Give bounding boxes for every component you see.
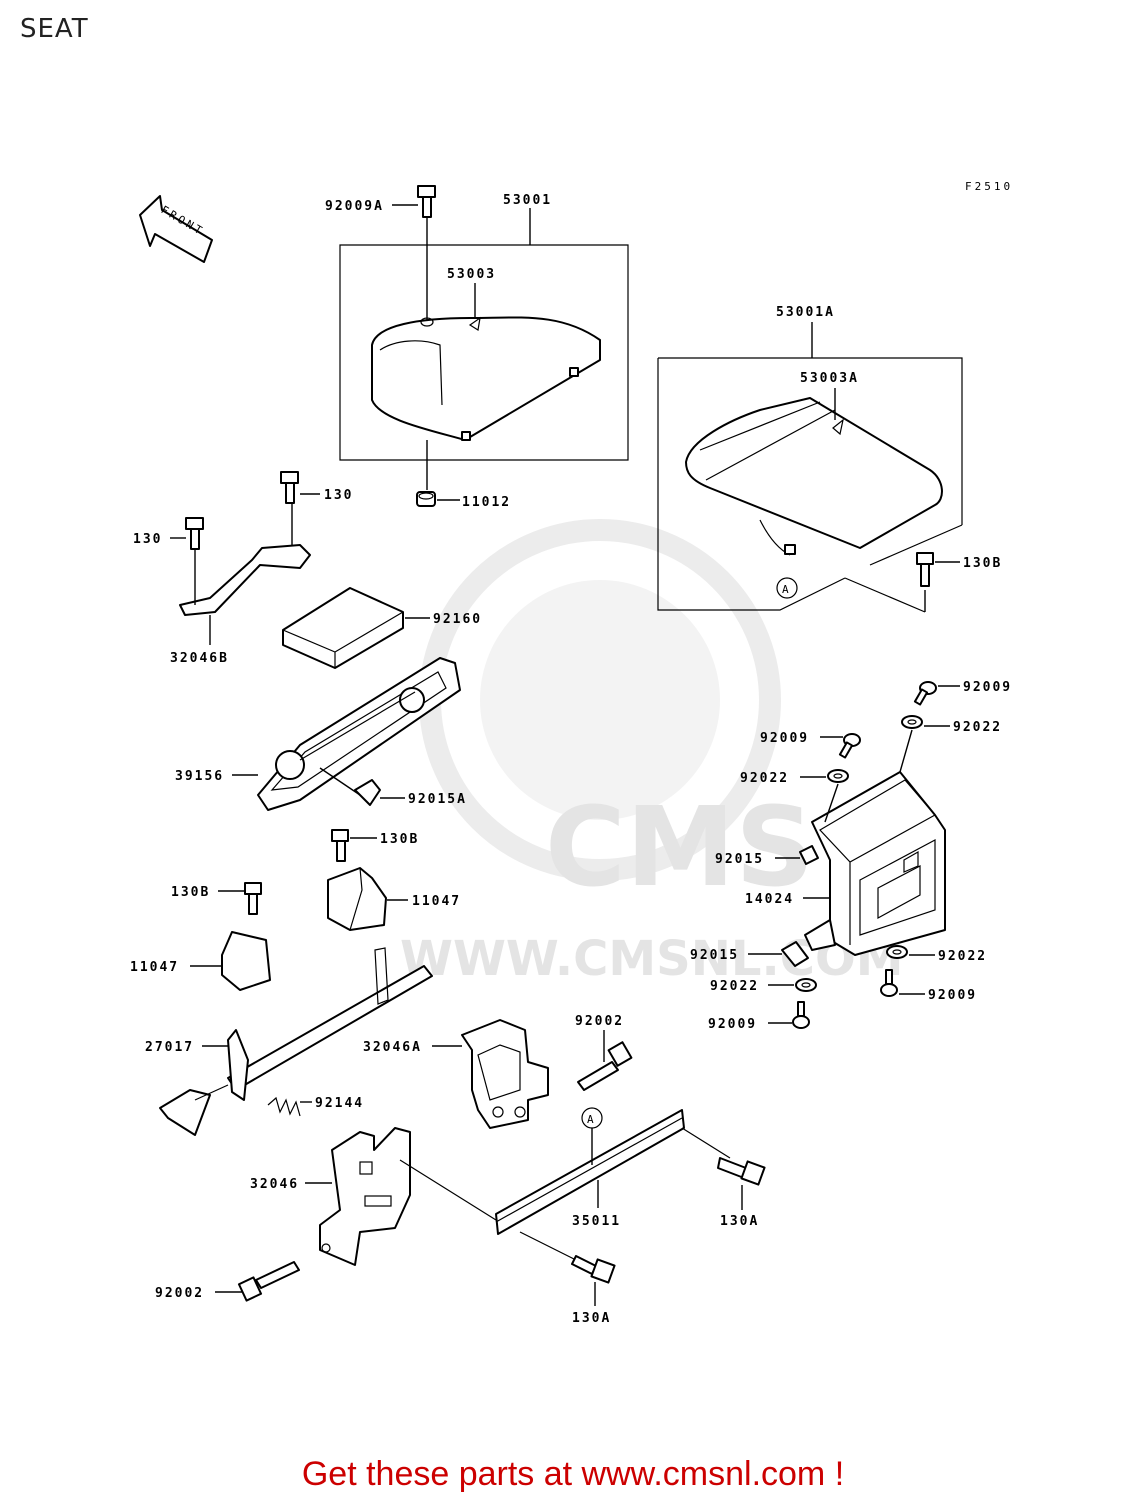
- clip-11047-upper: [327, 867, 387, 931]
- bolt-92009a-icon: [417, 185, 436, 218]
- page-title: SEAT: [20, 14, 89, 44]
- label-92009-bottom: 92009: [708, 1017, 757, 1032]
- label-92002-lower: 92002: [155, 1286, 204, 1301]
- label-92015a: 92015A: [408, 792, 467, 807]
- pad-92160-group: 92160: [282, 587, 482, 669]
- seat-rear-group: A 53001A 53003A 130B: [657, 305, 1002, 613]
- nut-11012-icon: [416, 491, 436, 507]
- label-92009-right: 92009: [928, 988, 977, 1003]
- bracket-32046a-group: 32046A 92002: [363, 1014, 633, 1129]
- label-92009-top: 92009: [963, 680, 1012, 695]
- bolt-92002-lower-icon: [237, 1261, 300, 1302]
- label-92022-bottom: 92022: [710, 979, 759, 994]
- bolt-130a-bottom-icon: [571, 1255, 616, 1284]
- rod-27017-group: 27017 92144: [145, 947, 433, 1136]
- clip-11047-lower: [221, 931, 271, 991]
- washer-92022-left-icon: [827, 769, 849, 783]
- clip-11047-upper-group: 130B 11047: [327, 829, 461, 931]
- screw-92009-bottom-icon: [792, 1001, 810, 1029]
- label-130a-bottom: 130A: [572, 1311, 611, 1326]
- rail-35011: [495, 1109, 685, 1235]
- label-14024: 14024: [745, 892, 794, 907]
- label-130b-mid: 130B: [380, 832, 419, 847]
- spring-92144-icon: [267, 1096, 301, 1117]
- label-130b-left: 130B: [171, 885, 210, 900]
- nut-92015-lower-icon: [781, 941, 809, 967]
- watermark: CMS WWW.CMSNL.COM: [400, 519, 904, 987]
- bracket-32046-group: 32046 92002: [155, 1127, 411, 1302]
- handle-14024-group: 14024 92009 92022 92009 92022: [690, 680, 1012, 1032]
- label-92144: 92144: [315, 1096, 364, 1111]
- nut-92015-upper-icon: [799, 845, 819, 865]
- label-39156: 39156: [175, 769, 224, 784]
- screw-92009-left-icon: [838, 733, 861, 759]
- label-53003a: 53003A: [800, 371, 859, 386]
- label-11047-lower: 11047: [130, 960, 179, 975]
- bolt-92002-upper-icon: [577, 1041, 633, 1091]
- label-92015-upper: 92015: [715, 852, 764, 867]
- seat-front: [371, 316, 601, 441]
- label-53003: 53003: [447, 267, 496, 282]
- label-32046a: 32046A: [363, 1040, 422, 1055]
- label-130-upper: 130: [324, 488, 353, 503]
- washer-92022-bottom-icon: [795, 978, 817, 992]
- bolt-130b-rear-icon: [916, 552, 934, 587]
- bracket-32046b-group: 130 130 32046B: [133, 471, 353, 666]
- label-92002-upper: 92002: [575, 1014, 624, 1029]
- washer-92022-right-icon: [886, 945, 908, 959]
- bracket-32046a: [461, 1019, 549, 1129]
- strap-39156-group: 39156 92015A: [175, 657, 467, 811]
- label-11012: 11012: [462, 495, 511, 510]
- label-92022-left: 92022: [740, 771, 789, 786]
- bolt-130a-right-icon: [717, 1157, 766, 1186]
- label-92022-top: 92022: [953, 720, 1002, 735]
- bracket-32046b: [179, 544, 311, 616]
- label-92015-lower: 92015: [690, 948, 739, 963]
- front-arrow-icon: FRONT: [139, 195, 213, 263]
- label-53001a: 53001A: [776, 305, 835, 320]
- label-92009-left: 92009: [760, 731, 809, 746]
- watermark-brand: CMS: [545, 783, 814, 911]
- footer-link-text[interactable]: Get these parts at www.cmsnl.com !: [301, 1455, 845, 1493]
- screw-92009-right-icon: [880, 969, 898, 997]
- clip-11047-lower-group: 130B 11047: [130, 882, 271, 991]
- seat-front-group: 92009A 53001 53003 11012: [325, 185, 629, 510]
- screw-92009-top-icon: [913, 681, 937, 706]
- label-32046: 32046: [250, 1177, 299, 1192]
- pad-92160: [282, 587, 404, 669]
- handle-14024: [811, 771, 946, 956]
- figure-code: F2510: [965, 180, 1013, 193]
- label-130b-rear: 130B: [963, 556, 1002, 571]
- label-130a-right: 130A: [720, 1214, 759, 1229]
- label-92022-right: 92022: [938, 949, 987, 964]
- label-32046b: 32046B: [170, 651, 229, 666]
- rail-35011-group: A 35011 130A 130A: [399, 1107, 766, 1326]
- mark-a-top: A: [782, 583, 792, 596]
- washer-92022-top-icon: [901, 715, 923, 729]
- label-35011: 35011: [572, 1214, 621, 1229]
- label-53001: 53001: [503, 193, 552, 208]
- seat-rear: [685, 397, 943, 549]
- label-11047-upper: 11047: [412, 894, 461, 909]
- mark-a-bottom: A: [587, 1113, 597, 1126]
- label-27017: 27017: [145, 1040, 194, 1055]
- label-92009a: 92009A: [325, 199, 384, 214]
- label-130-lower: 130: [133, 532, 162, 547]
- label-92160: 92160: [433, 612, 482, 627]
